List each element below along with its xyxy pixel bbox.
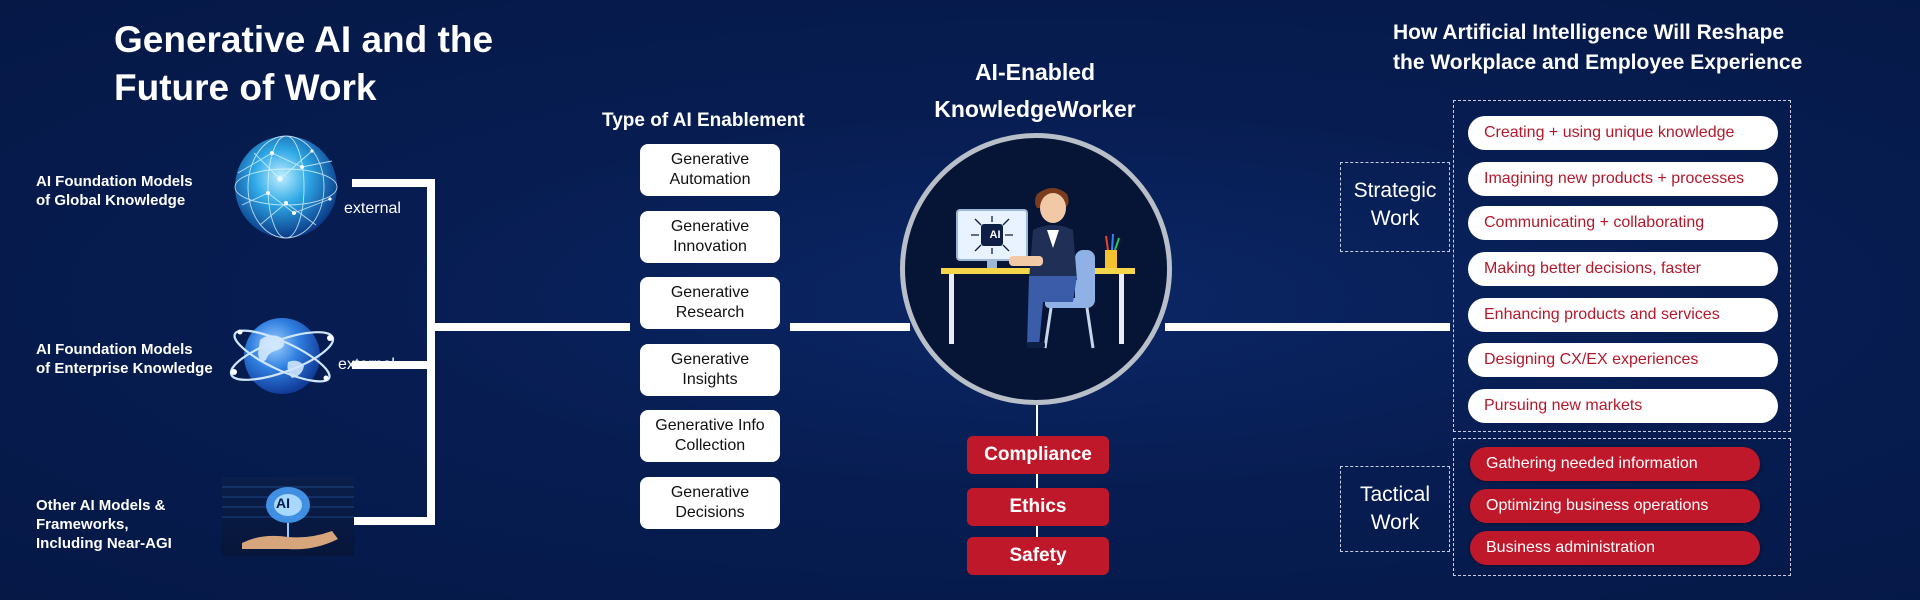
source-enterprise-label: AI Foundation Models of Enterprise Knowl… bbox=[36, 340, 213, 378]
source-global-tag: external bbox=[344, 200, 401, 217]
strategic-item: Communicating + collaborating bbox=[1468, 206, 1778, 240]
center-title-line-2: KnowledgeWorker bbox=[934, 96, 1136, 122]
enablement-research-line-1: Generative bbox=[670, 284, 750, 301]
strategic-work-group bbox=[1453, 100, 1791, 432]
enablement-automation: Generative Automation bbox=[640, 144, 780, 196]
orbit-globe-icon bbox=[229, 318, 335, 394]
enablement-innovation-line-2: Innovation bbox=[673, 238, 747, 255]
compliance-badge: Compliance bbox=[967, 436, 1109, 474]
strategic-work-label: Strategic Work bbox=[1340, 177, 1450, 233]
page-title: Generative AI and the Future of Work bbox=[114, 16, 493, 112]
tactical-item: Gathering needed information bbox=[1470, 447, 1760, 481]
enablement-research-line-2: Research bbox=[675, 304, 745, 321]
enablement-info-collection-line-2: Collection bbox=[674, 437, 746, 454]
workplace-heading-line-1: How Artificial Intelligence Will Reshape bbox=[1393, 21, 1785, 44]
globe-network-icon bbox=[234, 135, 338, 239]
page-title-line-2: Future of Work bbox=[114, 67, 377, 108]
enablement-innovation: Generative Innovation bbox=[640, 211, 780, 263]
ai-brain-hand-icon: AI bbox=[222, 477, 354, 556]
source-enterprise-label-line-1: AI Foundation Models bbox=[36, 341, 193, 358]
source-other-label-line-1: Other AI Models & bbox=[36, 497, 166, 514]
source-other-label-line-3: Including Near-AGI bbox=[36, 535, 172, 552]
enablement-heading: Type of AI Enablement bbox=[602, 110, 805, 131]
strategic-work-label-box bbox=[1340, 162, 1450, 252]
source-other-label-line-2: Frameworks, bbox=[36, 516, 129, 533]
enablement-research: Generative Research bbox=[640, 277, 780, 329]
connector-other bbox=[352, 517, 430, 525]
source-global-label: AI Foundation Models of Global Knowledge bbox=[36, 172, 193, 210]
connector-enterprise bbox=[352, 361, 430, 369]
knowledge-worker-at-desk-icon: AI bbox=[900, 133, 1172, 405]
tactical-work-label-line-1: Tactical bbox=[1359, 483, 1431, 506]
enablement-decisions-line-1: Generative bbox=[670, 484, 750, 501]
strategic-item: Enhancing products and services bbox=[1468, 298, 1778, 332]
workplace-heading: How Artificial Intelligence Will Reshape… bbox=[1393, 18, 1802, 78]
strategic-item: Creating + using unique knowledge bbox=[1468, 116, 1778, 150]
safety-badge: Safety bbox=[967, 537, 1109, 575]
tactical-work-label: Tactical Work bbox=[1340, 481, 1450, 537]
monitor-ai-text: AI bbox=[989, 229, 1001, 241]
ethics-badge: Ethics bbox=[967, 488, 1109, 526]
enablement-automation-line-2: Automation bbox=[669, 171, 751, 188]
enablement-insights: Generative Insights bbox=[640, 344, 780, 396]
strategic-item: Imagining new products + processes bbox=[1468, 162, 1778, 196]
connector-to-workplace bbox=[1165, 323, 1450, 331]
page-title-line-1: Generative AI and the bbox=[114, 19, 494, 60]
tactical-item: Optimizing business operations bbox=[1470, 489, 1760, 523]
source-enterprise-label-line-2: of Enterprise Knowledge bbox=[36, 360, 213, 377]
source-enterprise-tag: external bbox=[338, 356, 395, 373]
enablement-insights-line-2: Insights bbox=[682, 371, 738, 388]
workplace-heading-line-2: the Workplace and Employee Experience bbox=[1393, 51, 1803, 74]
connector-to-enablement bbox=[427, 323, 630, 331]
source-global-label-line-1: AI Foundation Models bbox=[36, 173, 193, 190]
center-title: AI-Enabled KnowledgeWorker bbox=[900, 54, 1170, 128]
ai-brain-graphic bbox=[222, 486, 354, 550]
strategic-item: Designing CX/EX experiences bbox=[1468, 343, 1778, 377]
tactical-work-group bbox=[1453, 438, 1791, 576]
connector-to-center bbox=[790, 323, 910, 331]
ai-brain-label: AI bbox=[276, 495, 290, 511]
source-global-label-line-2: of Global Knowledge bbox=[36, 192, 186, 209]
enablement-decisions-line-2: Decisions bbox=[675, 504, 745, 521]
connector-global bbox=[352, 179, 430, 187]
enablement-insights-line-1: Generative bbox=[670, 351, 750, 368]
source-other-label: Other AI Models & Frameworks, Including … bbox=[36, 496, 172, 553]
strategic-work-label-line-2: Work bbox=[1370, 207, 1420, 230]
enablement-info-collection-line-1: Generative Info bbox=[655, 417, 765, 434]
enablement-info-collection: Generative Info Collection bbox=[640, 410, 780, 462]
strategic-item: Pursuing new markets bbox=[1468, 389, 1778, 423]
enablement-decisions: Generative Decisions bbox=[640, 477, 780, 529]
center-title-line-1: AI-Enabled bbox=[974, 59, 1096, 85]
enablement-innovation-line-1: Generative bbox=[670, 218, 750, 235]
enablement-automation-line-1: Generative bbox=[670, 151, 750, 168]
connector-vertical-bus bbox=[427, 179, 435, 525]
strategic-work-label-line-1: Strategic bbox=[1353, 179, 1437, 202]
knowledge-worker-graphic bbox=[941, 188, 1135, 349]
tactical-work-label-box bbox=[1340, 466, 1450, 552]
strategic-item: Making better decisions, faster bbox=[1468, 252, 1778, 286]
tactical-work-label-line-2: Work bbox=[1370, 511, 1420, 534]
tactical-item: Business administration bbox=[1470, 531, 1760, 565]
